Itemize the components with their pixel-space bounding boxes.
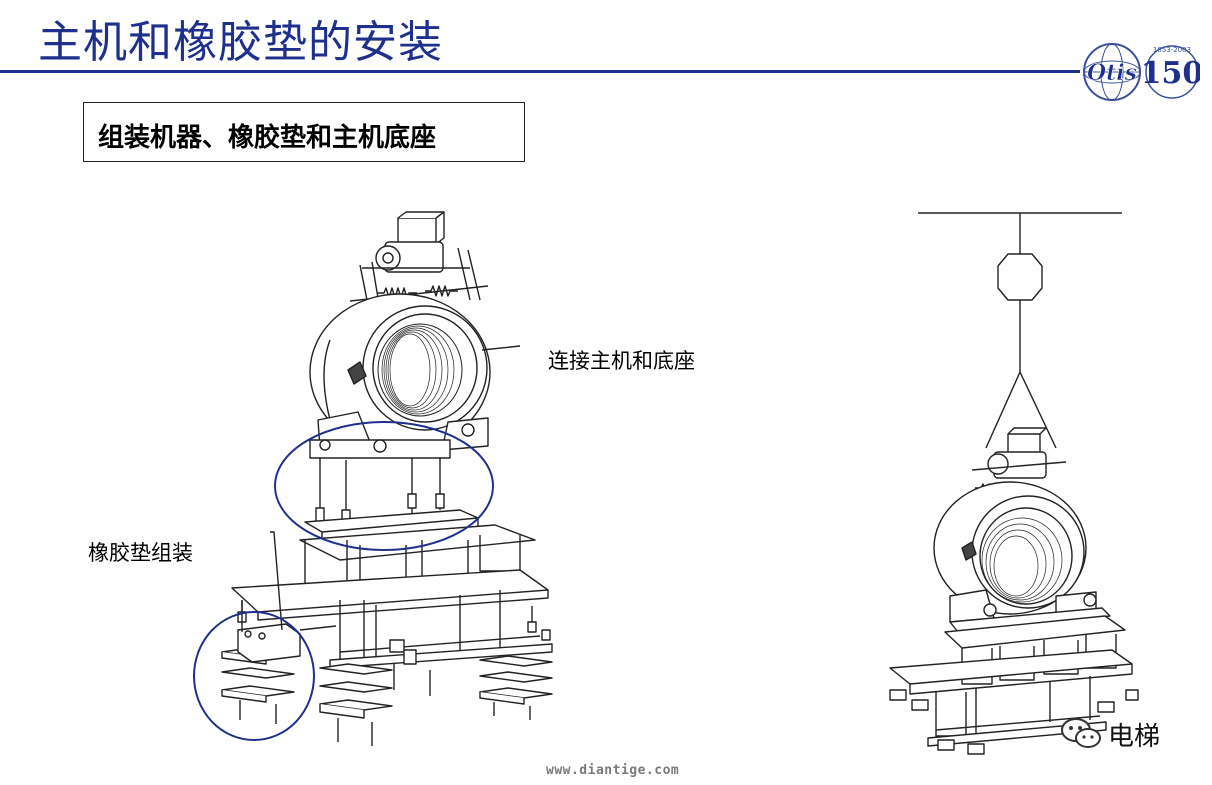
wechat-icon bbox=[1061, 718, 1101, 748]
connect-machine-base-label: 连接主机和底座 bbox=[548, 349, 695, 373]
subtitle: 组装机器、橡胶垫和主机底座 bbox=[98, 123, 437, 153]
rubber-pad-leader-line bbox=[270, 531, 283, 631]
left-traction-machine bbox=[221, 211, 553, 746]
otis-150-logo: Otis 150 1853-2003 bbox=[1083, 43, 1200, 101]
rubber-pad-assembly-label: 橡胶垫组装 bbox=[88, 541, 193, 565]
svg-text:Otis: Otis bbox=[1087, 60, 1137, 86]
title-divider bbox=[0, 70, 1080, 73]
site-url: www.diantige.com bbox=[546, 763, 680, 778]
connection-highlight-ellipse bbox=[274, 421, 494, 551]
svg-text:1853-2003: 1853-2003 bbox=[1153, 46, 1191, 54]
watermark-text: 电梯 bbox=[1108, 722, 1161, 752]
page-title: 主机和橡胶垫的安装 bbox=[38, 17, 443, 68]
right-hoisted-machine bbox=[889, 212, 1139, 755]
svg-text:150: 150 bbox=[1141, 56, 1200, 91]
connect-leader-line bbox=[481, 345, 521, 351]
rubber-pad-highlight-ellipse bbox=[193, 611, 315, 741]
subtitle-box: 组装机器、橡胶垫和主机底座 bbox=[83, 102, 525, 162]
